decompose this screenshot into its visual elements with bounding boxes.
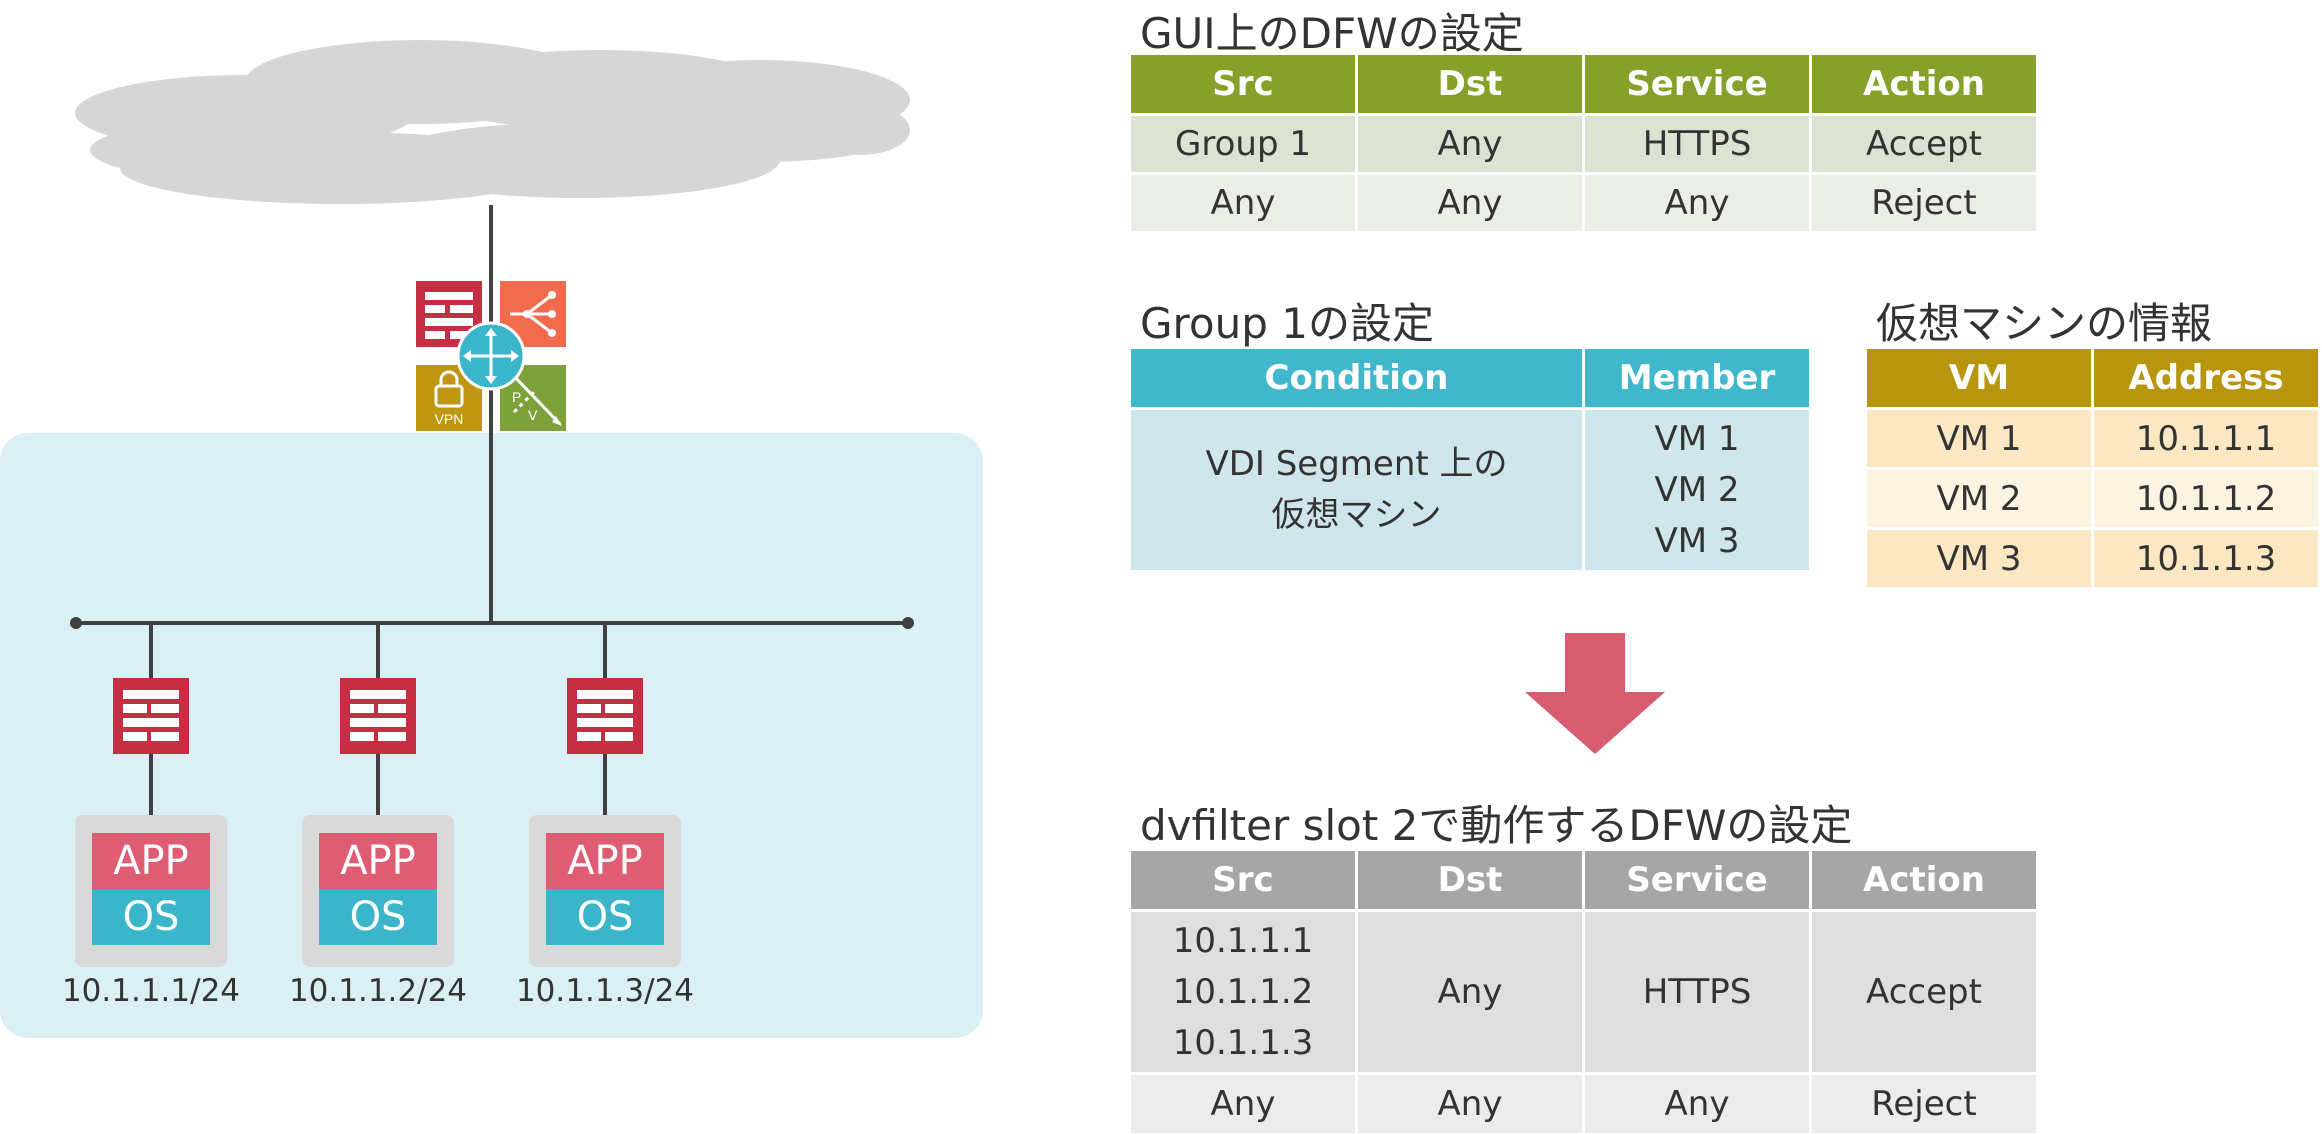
vm-firewall-icon	[340, 678, 416, 754]
vm-firewall-icon	[567, 678, 643, 754]
vdi-segment-area	[0, 433, 983, 1038]
header-src: Src	[1131, 55, 1355, 113]
router-icon	[456, 321, 526, 391]
vm-ip-label: 10.1.1.2/24	[288, 973, 468, 1009]
group-table: Condition Member VDI Segment 上の 仮想マシン VM…	[1128, 349, 1812, 570]
header-service: Service	[1585, 851, 1809, 909]
dfw-gui-title: GUI上のDFWの設定	[1140, 9, 1524, 58]
table-row: VM 2 10.1.1.2	[1867, 467, 2318, 527]
svg-text:P: P	[512, 389, 521, 405]
svg-text:V: V	[528, 407, 538, 423]
header-service: Service	[1585, 55, 1809, 113]
table-row: VM 1 10.1.1.1	[1867, 407, 2318, 467]
header-address: Address	[2094, 349, 2318, 407]
group-title: Group 1の設定	[1140, 299, 1434, 348]
table-row: Any Any Any Reject	[1131, 172, 2036, 231]
os-layer: OS	[92, 889, 210, 945]
header-action: Action	[1812, 55, 2036, 113]
vpn-label: VPN	[435, 411, 464, 427]
condition-cell: VDI Segment 上の 仮想マシン	[1131, 407, 1582, 570]
vm-ip-label: 10.1.1.3/24	[515, 973, 695, 1009]
src-cell: 10.1.1.1 10.1.1.2 10.1.1.3	[1131, 909, 1355, 1072]
table-row: Any Any Any Reject	[1131, 1072, 2036, 1133]
header-src: Src	[1131, 851, 1355, 909]
cloud-icon	[75, 40, 910, 204]
header-dst: Dst	[1358, 55, 1582, 113]
app-layer: APP	[319, 833, 437, 889]
app-layer: APP	[546, 833, 664, 889]
vm-ip-label: 10.1.1.1/24	[61, 973, 241, 1009]
table-row: VDI Segment 上の 仮想マシン VM 1 VM 2 VM 3	[1131, 407, 1809, 570]
vm-info-title: 仮想マシンの情報	[1876, 299, 2213, 348]
dvfilter-title: dvfilter slot 2で動作するDFWの設定	[1140, 801, 1853, 850]
vm-firewall-icon	[113, 678, 189, 754]
header-action: Action	[1812, 851, 2036, 909]
table-row: Group 1 Any HTTPS Accept	[1131, 113, 2036, 172]
down-arrow-icon	[1525, 633, 1665, 754]
dfw-gui-table: Src Dst Service Action Group 1 Any HTTPS…	[1128, 55, 2039, 231]
os-layer: OS	[319, 889, 437, 945]
os-layer: OS	[546, 889, 664, 945]
table-row: 10.1.1.1 10.1.1.2 10.1.1.3 Any HTTPS Acc…	[1131, 909, 2036, 1072]
vm-info-table: VM Address VM 1 10.1.1.1 VM 2 10.1.1.2 V…	[1864, 349, 2321, 587]
header-vm: VM	[1867, 349, 2091, 407]
table-row: VM 3 10.1.1.3	[1867, 527, 2318, 587]
header-condition: Condition	[1131, 349, 1582, 407]
header-member: Member	[1585, 349, 1809, 407]
member-cell: VM 1 VM 2 VM 3	[1585, 407, 1809, 570]
header-dst: Dst	[1358, 851, 1582, 909]
app-layer: APP	[92, 833, 210, 889]
dvfilter-table: Src Dst Service Action 10.1.1.1 10.1.1.2…	[1128, 851, 2039, 1133]
